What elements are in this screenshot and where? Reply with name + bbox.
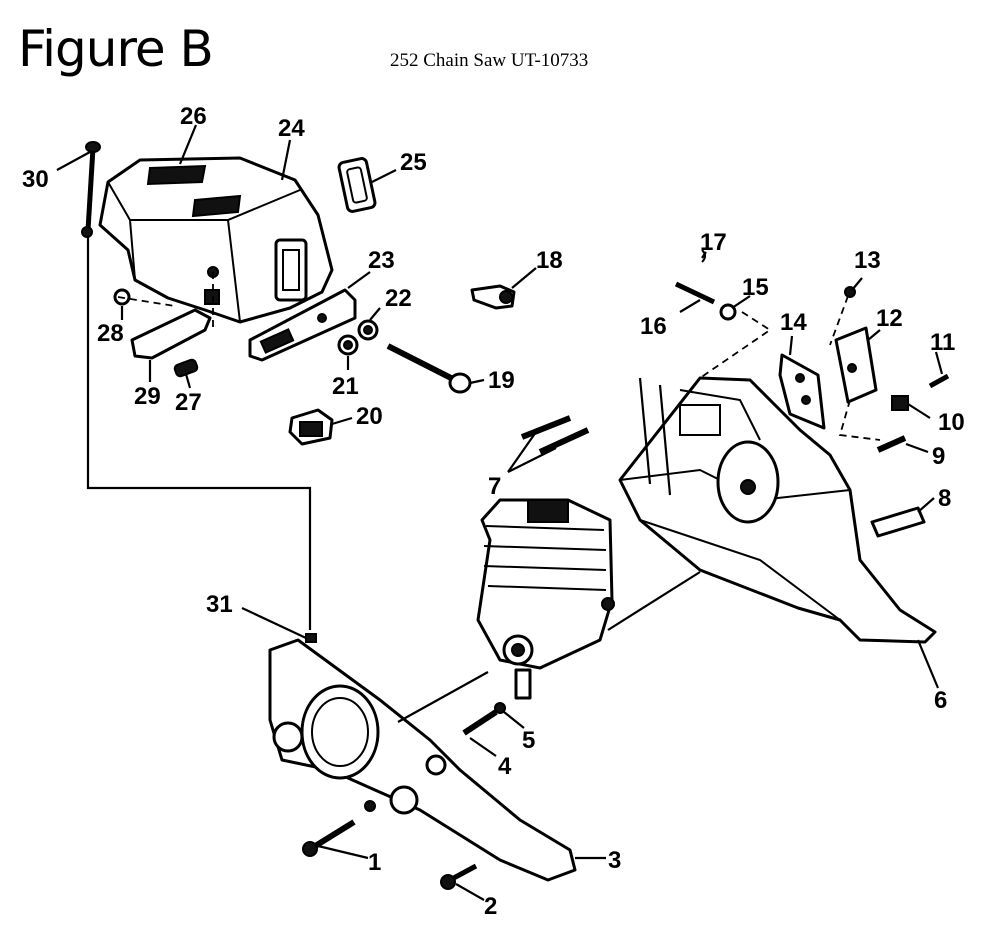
callout-4: 4 — [498, 753, 512, 780]
callout-22: 22 — [385, 285, 412, 312]
screw-part-9 — [876, 435, 907, 453]
callout-24: 24 — [278, 115, 305, 142]
callout-27: 27 — [175, 389, 202, 416]
figure-title: Figure B — [18, 20, 214, 78]
gasket-part-25 — [337, 157, 377, 213]
plate-part-14 — [778, 353, 826, 430]
callout-30: 30 — [22, 166, 49, 193]
pin-part-27 — [173, 358, 199, 378]
callout-28: 28 — [97, 320, 124, 347]
callout-7: 7 — [488, 473, 501, 500]
crankcase-part-6 — [618, 376, 937, 644]
callout-13: 13 — [854, 247, 881, 274]
callout-29: 29 — [134, 383, 161, 410]
callout-11: 11 — [930, 329, 955, 356]
callout-25: 25 — [400, 149, 427, 176]
callout-6: 6 — [934, 687, 947, 714]
nut-part-15 — [719, 303, 737, 321]
screw-part-16 — [674, 281, 716, 305]
callout-21: 21 — [332, 373, 359, 400]
callout-2: 2 — [484, 893, 497, 920]
callout-9: 9 — [932, 443, 945, 470]
callout-3: 3 — [608, 847, 621, 874]
callout-18: 18 — [536, 247, 563, 274]
callout-15: 15 — [742, 274, 769, 301]
washer-part-5 — [494, 702, 506, 714]
label-part-8 — [870, 506, 926, 538]
screw-part-1 — [310, 819, 356, 851]
callout-14: 14 — [780, 309, 807, 336]
callout-17: 17 — [700, 229, 727, 256]
lever-part-29 — [130, 308, 212, 360]
nut-part-31 — [305, 633, 317, 643]
crankcase-half-part-3 — [268, 638, 577, 882]
cover-vent-26 — [146, 164, 207, 186]
bolt-part-7b — [538, 427, 590, 455]
bolt-part-7a — [520, 415, 572, 440]
nut-part-10 — [891, 395, 909, 411]
callout-8: 8 — [938, 485, 951, 512]
screw-part-30 — [85, 147, 96, 231]
spring-part-17 — [701, 249, 706, 263]
callout-26: 26 — [180, 103, 207, 130]
callout-31: 31 — [206, 591, 233, 618]
screw-part-11 — [928, 373, 950, 389]
screw-part-4 — [462, 709, 498, 736]
callout-16: 16 — [640, 313, 667, 340]
callout-12: 12 — [876, 305, 903, 332]
callout-10: 10 — [938, 409, 965, 436]
callout-5: 5 — [522, 727, 535, 754]
callout-20: 20 — [356, 403, 383, 430]
rod-part-19 — [386, 343, 457, 383]
callout-23: 23 — [368, 247, 395, 274]
cylinder-engine — [476, 498, 615, 700]
callout-19: 19 — [488, 367, 515, 394]
figure-subtitle: 252 Chain Saw UT-10733 — [390, 50, 589, 71]
callout-1: 1 — [368, 849, 381, 876]
